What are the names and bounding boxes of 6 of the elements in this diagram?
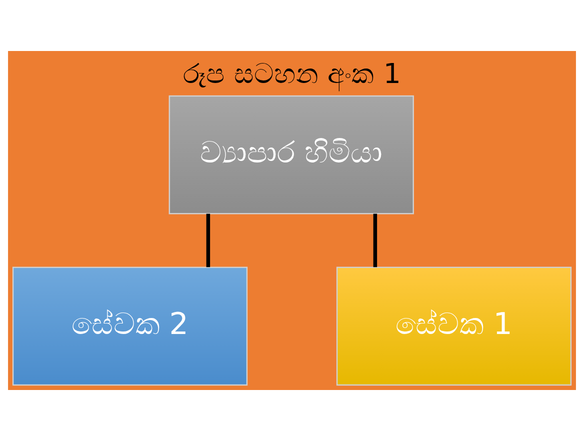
connector bbox=[206, 213, 210, 267]
diagram-title: රූප සටහන අංක 1 bbox=[183, 58, 401, 90]
connector bbox=[373, 213, 378, 267]
node-box: ව්‍යාපාර හිමියා bbox=[168, 94, 414, 214]
node-box: සේවක 2 bbox=[12, 266, 248, 386]
node-box: සේවක 1 bbox=[336, 266, 572, 386]
